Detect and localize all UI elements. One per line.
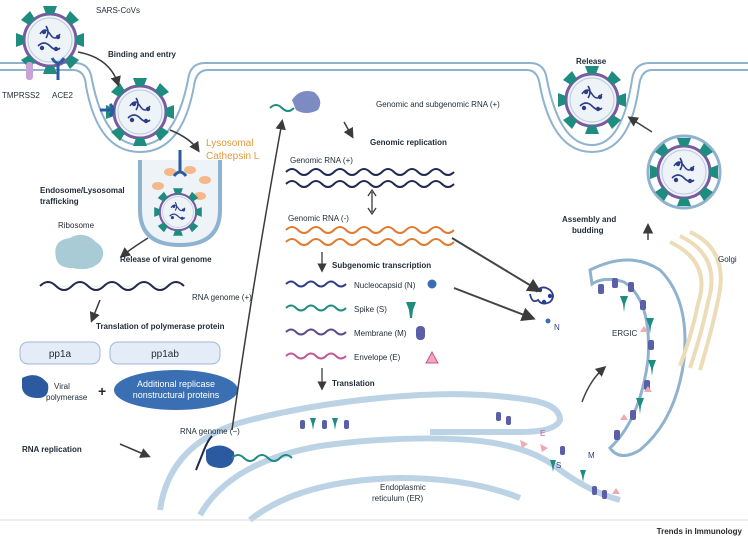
rna-minus-strand bbox=[195, 435, 213, 471]
rna-genome-minus-label: RNA genome (−) bbox=[180, 427, 240, 436]
genomic-rna-plus-strand-2 bbox=[285, 180, 455, 188]
ergic-label: ERGIC bbox=[612, 329, 638, 338]
genomic-rna-fragment bbox=[269, 104, 295, 112]
virion-budding bbox=[646, 134, 722, 210]
rna-genome-plus-label: RNA genome (+) bbox=[192, 293, 252, 302]
endosome-label-1: Endosome/Lysosomal bbox=[40, 186, 125, 195]
assembly-label-2: budding bbox=[572, 226, 604, 235]
pp1a-box: pp1a bbox=[19, 341, 101, 365]
translation-polymerase-label: Translation of polymerase protein bbox=[96, 322, 225, 331]
er-proteins bbox=[300, 412, 620, 499]
genomic-replication-label: Genomic replication bbox=[370, 138, 447, 147]
envelope-rna bbox=[285, 352, 347, 360]
rna-minus-teal-strand bbox=[231, 454, 293, 462]
translation-label: Translation bbox=[332, 379, 375, 388]
plus-sign: + bbox=[98, 383, 106, 399]
arrow-to-nucleocapsid bbox=[451, 237, 542, 293]
membrane-rna bbox=[285, 328, 347, 336]
ribosome-icon bbox=[55, 234, 104, 270]
arrow-to-release bbox=[627, 116, 653, 133]
genomic-rna-minus-strand-2 bbox=[285, 238, 455, 246]
genomic-replication-arrow bbox=[343, 121, 354, 139]
additional-replicase-label-1: Additional replicase bbox=[137, 379, 215, 389]
lysosomal-label: Lysosomal bbox=[206, 138, 253, 149]
spike-rna bbox=[285, 304, 347, 312]
pp1ab-label: pp1ab bbox=[151, 349, 179, 360]
entry-arrow bbox=[169, 129, 200, 153]
genomic-rna-minus-label: Genomic RNA (-) bbox=[288, 214, 349, 223]
binding-arrow bbox=[77, 51, 121, 87]
subgenomic-transcription-label: Subgenomic transcription bbox=[332, 261, 431, 270]
membrane-protein-icon bbox=[416, 326, 425, 340]
release-label: Release bbox=[576, 57, 607, 66]
virion-endosome bbox=[153, 187, 203, 237]
genomic-rna-minus-strand-1 bbox=[285, 226, 455, 234]
arrow-to-ergic bbox=[453, 287, 536, 321]
assembly-label-1: Assembly and bbox=[562, 215, 616, 224]
viral-polymerase-icon bbox=[22, 375, 49, 398]
endoplasmic-reticulum bbox=[157, 391, 621, 523]
release-arrow bbox=[119, 237, 149, 258]
ace2-receptor-icon bbox=[50, 57, 66, 80]
envelope-label: Envelope (E) bbox=[354, 353, 401, 362]
rna-replication-label: RNA replication bbox=[22, 445, 82, 454]
golgi-label: Golgi bbox=[718, 255, 737, 264]
up-to-genomic-arrow bbox=[231, 119, 286, 431]
ace2-label: ACE2 bbox=[52, 91, 73, 100]
nucleocapsid-icon bbox=[427, 279, 437, 289]
journal-label: Trends in Immunology bbox=[657, 527, 743, 536]
translation-arrow bbox=[89, 299, 101, 323]
pp1a-label: pp1a bbox=[49, 349, 72, 360]
ergic-compartment bbox=[588, 258, 687, 457]
tmprss2-label: TMPRSS2 bbox=[2, 91, 40, 100]
genomic-rna-plus-strand-1 bbox=[285, 168, 455, 176]
genomic-subgenomic-label: Genomic and subgenomic RNA (+) bbox=[376, 100, 500, 109]
virion-release bbox=[556, 64, 628, 136]
additional-replicase-box: Additional replicase nonstructural prote… bbox=[114, 370, 238, 410]
polymerase-on-er-icon bbox=[206, 445, 235, 468]
release-genome-label: Release of viral genome bbox=[120, 255, 212, 264]
endosome-label-2: trafficking bbox=[40, 197, 79, 206]
nucleocapsid-icon-cytoplasm bbox=[529, 286, 554, 305]
m-short-label: M bbox=[588, 451, 595, 460]
n-short-label: N bbox=[554, 323, 560, 332]
ace2-bound-icon bbox=[100, 102, 115, 118]
nucleocapsid-rna bbox=[285, 280, 347, 288]
nucleocapsid-label: Nucleocapsid (N) bbox=[354, 281, 416, 290]
tmprss2-receptor-icon bbox=[26, 62, 33, 80]
e-short-label: E bbox=[540, 429, 545, 438]
rna-genome-plus-strand bbox=[39, 281, 185, 291]
spike-label: Spike (S) bbox=[354, 305, 387, 314]
virion-top-left bbox=[14, 4, 86, 76]
er-label-2: reticulum (ER) bbox=[372, 494, 423, 503]
spike-icon bbox=[406, 302, 416, 318]
replication-arrow bbox=[119, 443, 151, 458]
envelope-icon bbox=[425, 350, 439, 364]
golgi-apparatus bbox=[669, 230, 723, 371]
n-dot-icon bbox=[545, 318, 551, 324]
virus-label: SARS-CoVs bbox=[96, 6, 140, 15]
viral-polymerase-label-1: Viral bbox=[54, 382, 70, 391]
ribosome-label: Ribosome bbox=[58, 221, 95, 230]
binding-entry-label: Binding and entry bbox=[108, 50, 177, 59]
pp1ab-box: pp1ab bbox=[109, 341, 221, 365]
arrow-er-to-ergic bbox=[581, 366, 607, 403]
double-arrow bbox=[367, 188, 377, 216]
viral-polymerase-label-2: polymerase bbox=[46, 393, 88, 402]
cathepsin-label: Cathepsin L bbox=[206, 151, 260, 162]
additional-replicase-label-2: nonstructural proteins bbox=[133, 390, 220, 400]
s-short-label: S bbox=[556, 461, 561, 470]
virion-binding bbox=[104, 76, 176, 148]
membrane-label: Membrane (M) bbox=[354, 329, 407, 338]
er-label-1: Endoplasmic bbox=[380, 483, 426, 492]
genomic-rna-plus-label: Genomic RNA (+) bbox=[290, 156, 353, 165]
ribosome-top-icon bbox=[292, 91, 321, 113]
